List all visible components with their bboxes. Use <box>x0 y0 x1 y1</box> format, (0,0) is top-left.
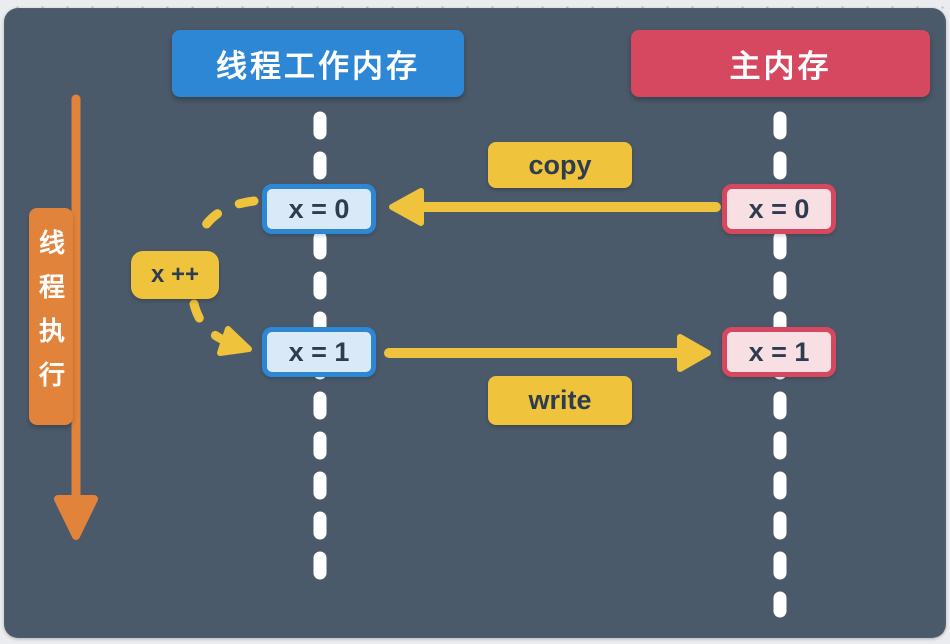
working-memory-value-updated: x = 1 <box>262 327 376 377</box>
working-memory-header-label: 线程工作内存 <box>216 49 420 84</box>
working-memory-header: 线程工作内存 <box>172 30 464 97</box>
increment-operation-label: x ++ <box>131 251 219 299</box>
increment-curve-top <box>192 196 259 249</box>
main-memory-value-updated: x = 1 <box>722 327 836 377</box>
thread-execution-label: 线程执行 <box>29 208 73 425</box>
main-memory-header-label: 主内存 <box>729 49 832 84</box>
increment-curve-arrow-head <box>217 326 252 356</box>
write-operation-label: write <box>488 376 632 425</box>
copy-operation-label: copy <box>488 142 632 188</box>
main-memory-header: 主内存 <box>631 30 930 97</box>
main-memory-value-initial: x = 0 <box>722 184 836 234</box>
write-arrow-head <box>677 334 711 372</box>
working-memory-value-initial: x = 0 <box>262 184 376 234</box>
thread-execution-arrow-head <box>54 495 98 540</box>
diagram-panel <box>4 8 946 638</box>
copy-arrow-head <box>389 188 424 226</box>
